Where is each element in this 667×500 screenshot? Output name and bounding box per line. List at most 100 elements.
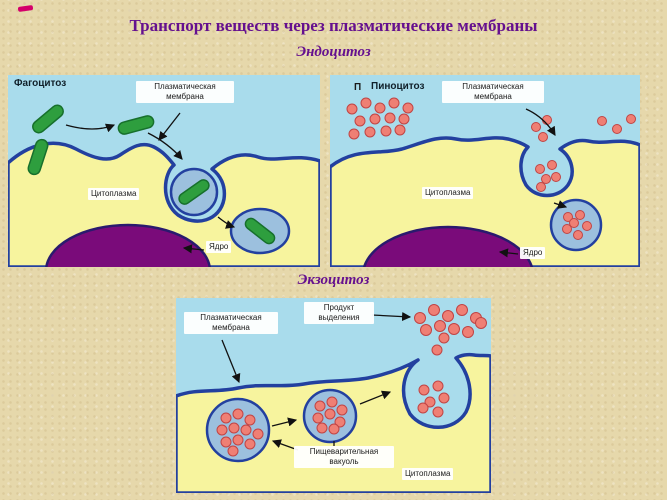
corner-mark [17,4,34,13]
droplet [538,132,548,142]
droplet-group-middle-vacuole [312,396,348,435]
exocytosis-heading: Экзоцитоз [297,272,370,288]
droplet [418,384,430,396]
droplet [232,434,244,446]
flow-arrow [553,200,568,209]
droplet [438,332,450,344]
membrane-pointer-arrow [221,339,241,384]
droplet [597,116,607,126]
droplet [535,164,545,174]
droplet [424,396,436,408]
phagocytosis-diagram: Фагоцитоз Плазматическая мембрана Цитопл… [8,75,320,267]
droplet [563,212,573,222]
droplet [475,317,487,329]
pinocytosis-svg [330,75,640,267]
droplet [380,125,392,137]
droplet [354,115,366,127]
droplet [398,113,410,125]
droplet-stream-entering [531,114,636,142]
droplet [232,408,244,420]
endocytosis-heading: Эндоцитоз [296,44,371,60]
droplet [431,344,443,356]
slide-title: Транспорт веществ через плазматические м… [129,16,538,35]
membrane-label: Плазматическая мембрана [442,81,544,103]
product-pointer-arrow [371,312,412,322]
droplet [228,422,240,434]
droplet [388,97,400,109]
droplet [569,218,579,228]
droplet [220,412,232,424]
droplet [324,408,336,420]
droplet-cluster-released [414,304,487,338]
membrane-label: Плазматическая мембрана [136,81,234,103]
bacterium [32,104,64,134]
membrane-pointer-arrow [525,108,556,136]
flow-arrow [359,390,392,405]
droplet [328,423,340,435]
droplet-group-fusing-vesicle [417,332,450,418]
droplet [312,412,324,424]
vacuole-label: Пищеварительная вакуоль [294,446,394,468]
flow-arrow [217,216,236,229]
flow-arrow [271,417,298,427]
droplet [252,428,264,440]
droplet [364,126,376,138]
droplet [374,102,386,114]
droplet [417,402,429,414]
phagocytosis-title: Фагоцитоз [14,78,67,89]
droplet [227,445,239,457]
droplet [326,396,338,408]
droplet [346,103,358,115]
cytoplasm-label: Цитоплазма [88,188,140,200]
bacterium [27,138,49,176]
droplet [541,174,551,184]
droplet [456,304,468,316]
droplet [573,230,583,240]
nucleus-pointer-line [182,244,205,254]
droplet [244,438,256,450]
droplet [394,124,406,136]
droplet [551,172,561,182]
droplet [438,392,450,404]
droplet-group-pouch [535,160,561,192]
droplet [442,310,454,322]
droplet [432,406,444,418]
droplet [531,122,541,132]
droplet [220,436,232,448]
droplet [334,416,346,428]
cytoplasm-label: Цитоплазма [422,187,474,199]
nucleus-label: Ядро [520,247,546,259]
droplet-group-left-vacuole [216,408,264,457]
nucleus [45,223,211,267]
droplet [434,320,446,332]
droplet [547,160,557,170]
pinocytosis-title: Пиноцитоз [371,81,425,92]
droplet [314,400,326,412]
droplet-group-vesicle [562,210,592,240]
droplet [432,380,444,392]
droplet [428,304,440,316]
droplet [626,114,636,124]
product-label: Продукт выделения [304,302,374,324]
droplet [402,102,414,114]
exocytosis-diagram: Плазматическая мембрана Продукт выделени… [176,298,491,493]
droplet [542,115,552,125]
bacterium [244,217,276,245]
droplet [360,97,372,109]
droplet [316,422,328,434]
droplet [414,312,426,324]
droplet [562,224,572,234]
bacterium [117,115,155,135]
flow-arrow [147,132,183,160]
pinocytosis-diagram: П Пиноцитоз Плазматическая мембрана Цито… [330,75,640,267]
pinocytosis-title-prefix: П [354,82,362,93]
membrane-pointer-arrow [158,112,181,141]
droplet [448,323,460,335]
nucleus-label: Ядро [206,241,232,253]
droplet [384,112,396,124]
droplet [536,182,546,192]
droplet [216,424,228,436]
phagocytosis-svg [8,75,320,267]
droplet [244,414,256,426]
